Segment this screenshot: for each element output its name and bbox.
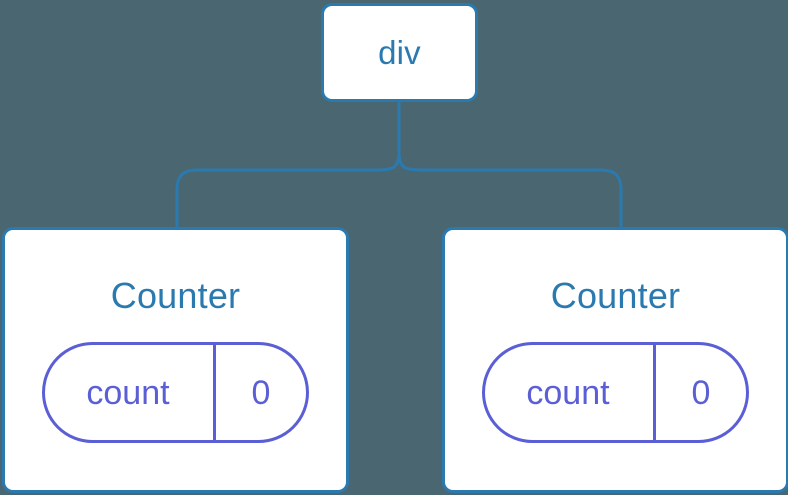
- state-badge-key: count: [45, 345, 216, 440]
- root-node-label: div: [378, 34, 421, 71]
- tree-node-counter-right[interactable]: Counter count 0: [442, 227, 788, 493]
- state-badge-count[interactable]: count 0: [42, 342, 309, 443]
- state-badge-count[interactable]: count 0: [482, 342, 749, 443]
- counter-title: Counter: [110, 275, 241, 316]
- tree-node-counter-left[interactable]: Counter count 0: [2, 227, 349, 493]
- connector-to-left-child: [175, 99, 401, 229]
- tree-node-root-div[interactable]: div: [321, 3, 478, 102]
- state-badge-key: count: [485, 345, 656, 440]
- state-badge-value: 0: [691, 373, 711, 412]
- state-badge-value: 0: [251, 373, 271, 412]
- counter-title: Counter: [550, 275, 681, 316]
- connector-to-right-child: [397, 99, 623, 229]
